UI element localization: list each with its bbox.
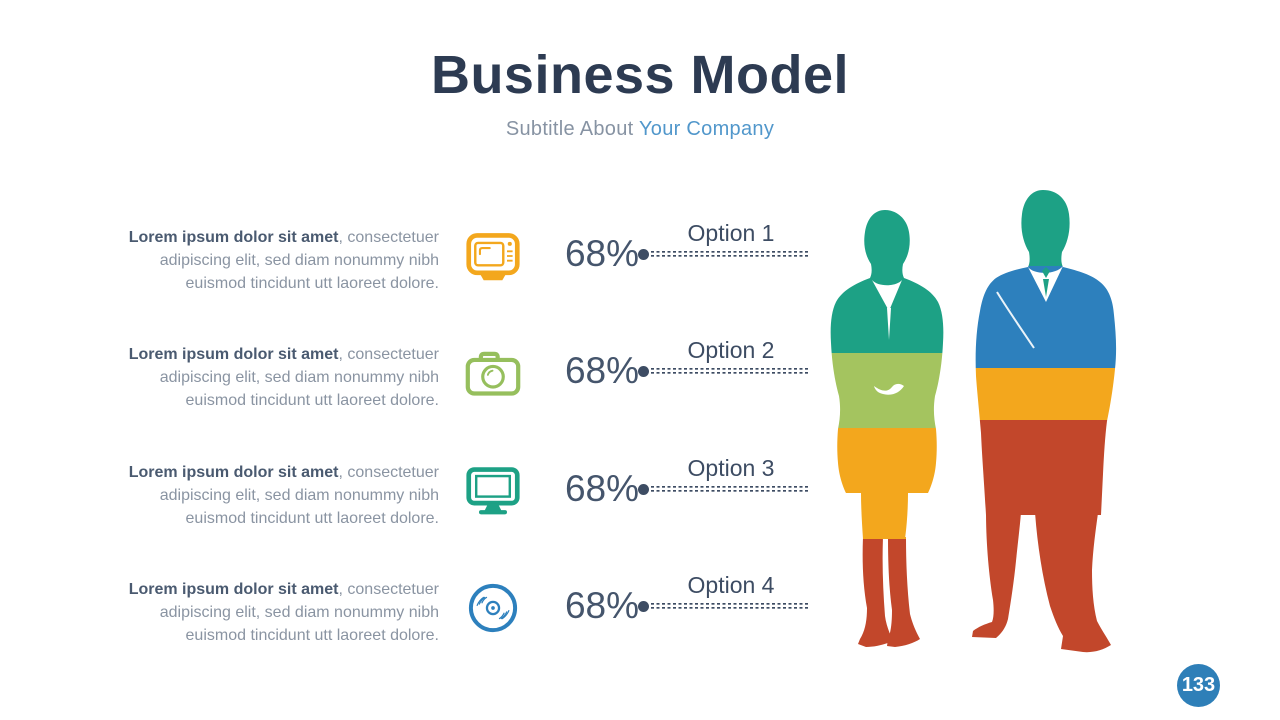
people-silhouettes-graphic <box>830 180 1120 660</box>
page-title: Business Model <box>430 45 850 105</box>
tv-icon <box>465 230 521 282</box>
option-connector: Option 2 <box>638 337 808 377</box>
row-description: Lorem ipsum dolor sit amet, consectetuer… <box>107 226 439 295</box>
dotted-line <box>638 600 808 612</box>
percent-value: 68% <box>564 585 640 626</box>
description-lead: Lorem ipsum dolor sit amet <box>128 581 339 598</box>
option-row-2: Lorem ipsum dolor sit amet, consectetuer… <box>107 333 813 425</box>
option-label: Option 3 <box>687 455 775 481</box>
percent-value: 68% <box>564 233 640 274</box>
line-dot <box>638 483 649 495</box>
businesswoman-silhouette <box>830 210 944 647</box>
row-description: Lorem ipsum dolor sit amet, consectetuer… <box>107 578 439 647</box>
option-row-4: Lorem ipsum dolor sit amet, consectetuer… <box>107 568 813 660</box>
line-dot <box>638 248 649 260</box>
line-dashes <box>651 603 808 609</box>
description-body: , consectetuer adipiscing elit, sed diam… <box>159 346 439 409</box>
option-row-1: Lorem ipsum dolor sit amet, consectetuer… <box>107 216 813 308</box>
description-body: , consectetuer adipiscing elit, sed diam… <box>159 464 439 527</box>
line-dot <box>638 365 649 377</box>
option-row-3: Lorem ipsum dolor sit amet, consectetuer… <box>107 451 813 543</box>
line-dashes <box>651 251 808 257</box>
camera-icon <box>465 347 521 399</box>
row-description: Lorem ipsum dolor sit amet, consectetuer… <box>107 461 439 530</box>
subtitle-accent: Your Company <box>638 118 775 140</box>
page-number-badge: 133 <box>1177 664 1220 707</box>
businessman-silhouette <box>972 190 1117 653</box>
option-connector: Option 4 <box>638 572 808 612</box>
option-label: Option 4 <box>687 572 775 598</box>
option-connector: Option 1 <box>638 220 808 260</box>
description-body: , consectetuer adipiscing elit, sed diam… <box>159 229 439 292</box>
woman-lapel <box>887 308 891 340</box>
description-lead: Lorem ipsum dolor sit amet <box>128 464 339 481</box>
man-tie-tail <box>1043 279 1049 297</box>
man-tie-knot <box>1042 267 1050 278</box>
description-lead: Lorem ipsum dolor sit amet <box>128 229 339 246</box>
dotted-line <box>638 365 808 377</box>
cd-icon <box>465 582 521 634</box>
line-dot <box>638 600 649 612</box>
option-label: Option 2 <box>687 337 775 363</box>
row-description: Lorem ipsum dolor sit amet, consectetuer… <box>107 343 439 412</box>
option-connector: Option 3 <box>638 455 808 495</box>
description-body: , consectetuer adipiscing elit, sed diam… <box>159 581 439 644</box>
option-label: Option 1 <box>687 220 775 246</box>
percent-value: 68% <box>564 468 640 509</box>
monitor-icon <box>465 465 521 517</box>
percent-value: 68% <box>564 350 640 391</box>
page-subtitle: Subtitle About Your Company <box>0 118 1280 141</box>
man-arm-fold-line <box>996 291 1035 349</box>
subtitle-prefix: Subtitle About <box>505 118 639 140</box>
woman-collar <box>872 280 902 311</box>
line-dashes <box>651 368 808 374</box>
description-lead: Lorem ipsum dolor sit amet <box>128 346 339 363</box>
woman-hands <box>874 383 904 395</box>
dotted-line <box>638 483 808 495</box>
dotted-line <box>638 248 808 260</box>
line-dashes <box>651 486 808 492</box>
